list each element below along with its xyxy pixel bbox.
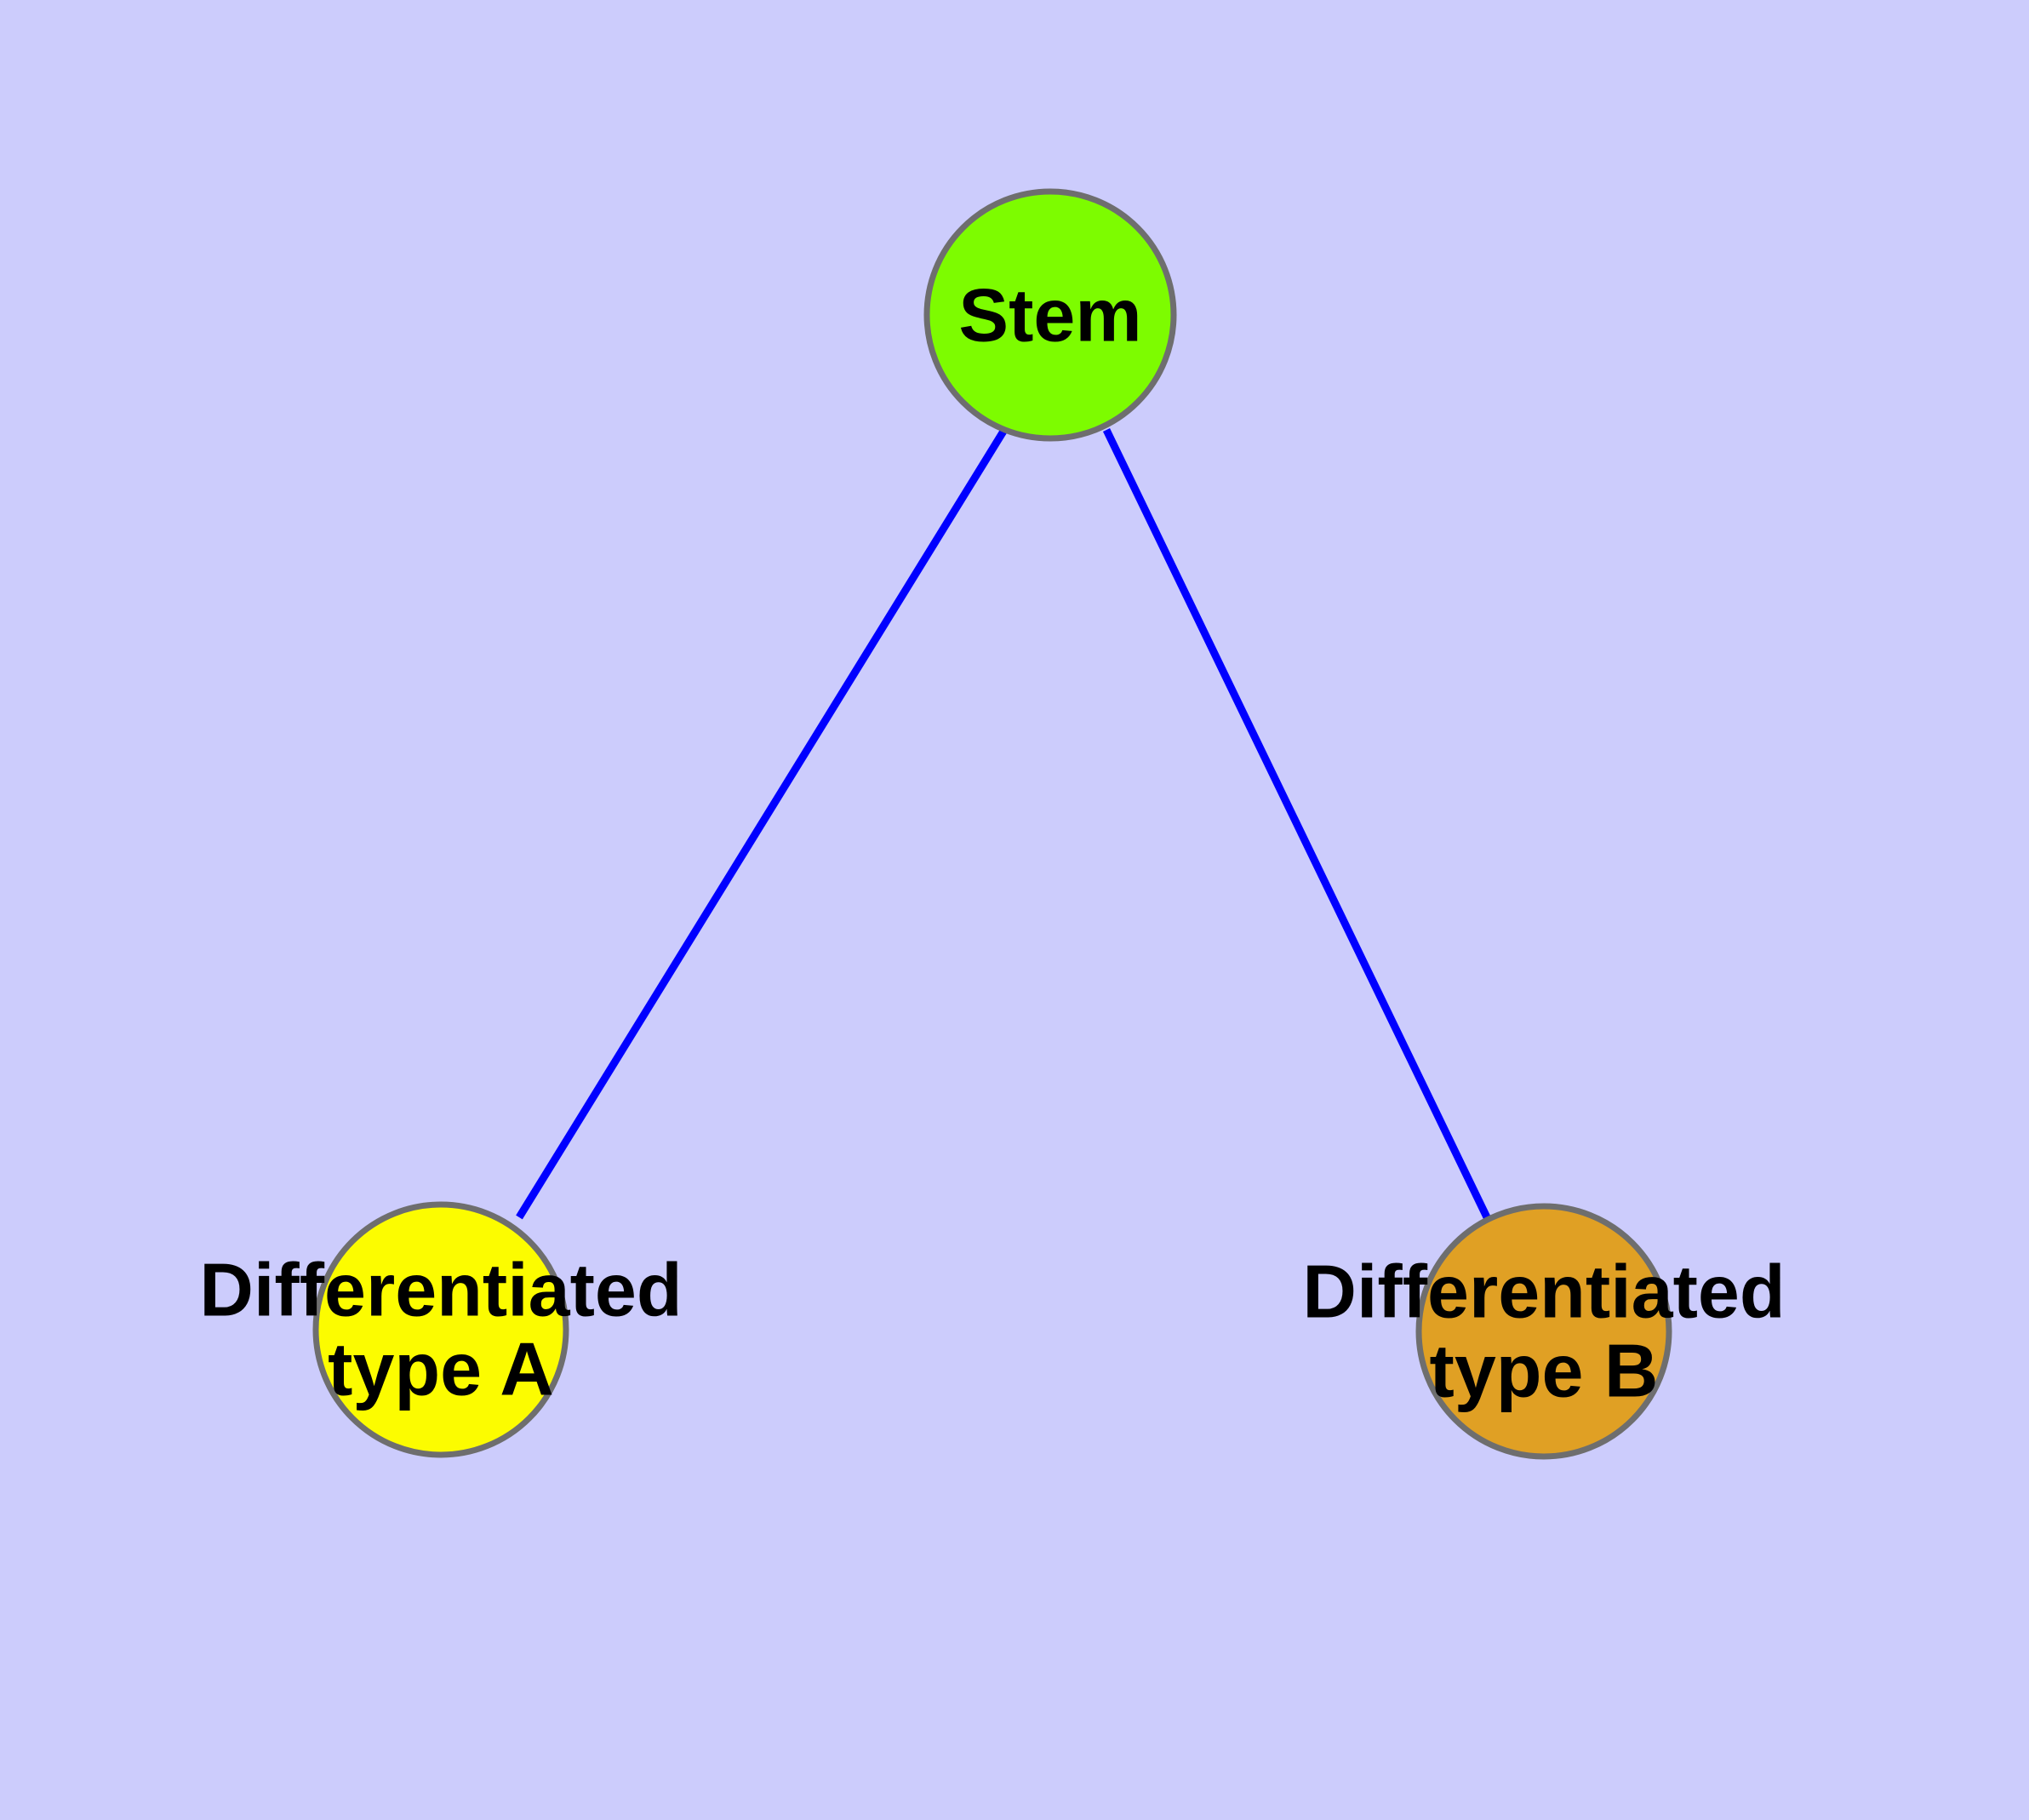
node-diff-a[interactable] bbox=[312, 1201, 569, 1458]
node-diff-b[interactable] bbox=[1415, 1203, 1672, 1460]
edge-stem-to-diff-a[interactable] bbox=[516, 427, 1008, 1220]
edge-layer bbox=[516, 427, 1492, 1221]
node-layer bbox=[312, 188, 1672, 1460]
edge-stem-to-diff-b[interactable] bbox=[1102, 428, 1492, 1221]
node-stem[interactable] bbox=[923, 188, 1177, 442]
